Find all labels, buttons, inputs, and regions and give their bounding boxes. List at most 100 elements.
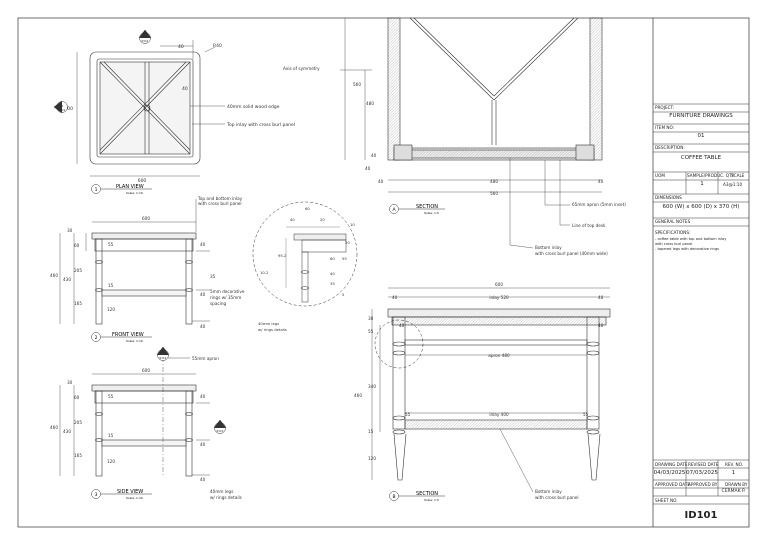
tb-scale-label: SCALE	[731, 173, 745, 178]
secb-note-bi1: Bottom inlay	[535, 489, 562, 494]
seca-scale: Scale: 1:5	[424, 211, 439, 215]
seca-dim-480b: 480	[490, 179, 498, 184]
secb-dim-340: 340	[368, 384, 376, 389]
section-a	[340, 17, 603, 245]
front-dim-430: 430	[63, 277, 71, 282]
detail-dim-35: 35	[330, 281, 335, 286]
title-block-grid	[653, 103, 749, 505]
tb-drawing-date-label: DRAWING DATE	[655, 462, 688, 467]
seca-note-bi2: with cross burl panel (40mm wide)	[535, 251, 608, 256]
detail-dim-55: 55	[342, 256, 347, 261]
marker-b-letter: B	[61, 104, 63, 108]
tb-project-value: FURNITURE DRAWINGS	[669, 113, 733, 119]
secb-title: SECTION	[416, 491, 438, 497]
secb-dim-40c: 40	[399, 323, 405, 328]
plan-dim-40: 40	[178, 44, 184, 50]
detail-dim-40b: 40	[330, 271, 335, 276]
detail-dim-60b: 60	[330, 256, 335, 261]
front-dim-55: 55	[108, 242, 114, 247]
side-scale: Scale: 1:10	[126, 496, 143, 500]
secb-note-bi2: with cross burl panel	[535, 495, 579, 500]
front-dim-120: 120	[107, 307, 115, 312]
detail-dim-102: 10.2	[260, 270, 269, 275]
tb-sheet-label: SHEET NO.	[655, 498, 678, 503]
side-note-apron: 55mm apron	[192, 356, 219, 361]
side-dim-600: 600	[142, 368, 150, 373]
tb-dims-label: DIMENSIONS	[655, 195, 682, 200]
secb-dim-40b: 40	[598, 295, 604, 300]
front-note-rings2: rings w/ 35mm	[210, 295, 241, 300]
seca-dim-40d: 40	[598, 179, 604, 184]
tb-sample-label: SAMPLE/PRODUC. QTY	[687, 173, 735, 178]
plan-dim-40b: 40	[182, 86, 188, 92]
secb-scale: Scale: 1:5	[424, 498, 439, 502]
tb-project-label: PROJECT:	[655, 105, 675, 110]
side-dim-430: 430	[63, 429, 71, 434]
front-dim-40a: 40	[200, 242, 206, 247]
detail-note-legs1: 40mm legs	[258, 321, 279, 326]
side-dim-40a: 40	[200, 394, 206, 399]
tb-desc-label: DESCRIPTION:	[655, 145, 685, 150]
front-note-rings1: 5mm decorative	[210, 289, 245, 294]
tb-revised-date-label: REVISED DATE	[688, 462, 719, 467]
secb-inlay400: inlay 400	[489, 412, 509, 417]
seca-note-topdesk: Line of top desk	[572, 223, 606, 228]
seca-dim-40b: 40	[365, 166, 371, 171]
front-dim-30: 30	[67, 228, 73, 233]
tb-rev-no-label: REV. NO.	[725, 462, 744, 467]
tb-approved-date-label: APPROVED DATE	[655, 482, 691, 487]
detail-dim-20b: 20	[345, 240, 350, 245]
secb-dim-55b: 55	[405, 412, 411, 417]
tb-qty-value: 1	[700, 181, 704, 187]
front-dim-460: 460	[50, 273, 58, 278]
side-view	[59, 357, 210, 477]
front-dim-35: 35	[210, 274, 216, 279]
front-dim-205: 205	[74, 268, 82, 273]
tb-rev-no: 1	[731, 470, 736, 476]
front-note-rings3: spacing	[210, 301, 227, 306]
side-dim-40b: 40	[200, 442, 206, 447]
secb-letter: B	[392, 494, 395, 500]
side-dim-205: 205	[74, 420, 82, 425]
side-dim-40c: 40	[200, 477, 206, 482]
seca-dim-40a: 40	[371, 153, 377, 158]
seca-title: SECTION	[416, 204, 438, 210]
tb-spec-2: - tapered legs with decorative rings	[655, 247, 719, 251]
side-dim-60: 60	[74, 395, 80, 400]
plan-view	[76, 40, 225, 177]
side-note-legs2: w/ rings details	[210, 495, 242, 500]
side-note-legs1: 40mm legs	[210, 489, 233, 494]
marker-b-ref: ID01	[58, 108, 65, 112]
secb-dim-40d: 40	[598, 323, 604, 328]
plan-dim-r40: R40	[213, 43, 222, 49]
tb-revised-date: 07/03/2025	[686, 470, 718, 476]
tb-spec-1b: with cross burl panel	[655, 242, 693, 246]
tb-scale-value: A3@1:10	[723, 182, 743, 187]
plan-note-inlay: Top inlay with cross burl panel	[226, 122, 295, 128]
secb-dim-55c: 55	[583, 412, 589, 417]
front-note-tb2: with cross burl panel	[198, 201, 242, 206]
section-b	[371, 287, 611, 481]
front-dim-600: 600	[142, 216, 150, 221]
plan-dim-600: 600	[138, 178, 147, 184]
marker-a-ref: ID01	[141, 39, 148, 43]
side-title: SIDE VIEW	[117, 489, 143, 495]
tb-drawing-date: 04/03/2025	[653, 470, 686, 476]
marker-a2-ref: ID01	[216, 429, 223, 433]
secb-dim-55: 55	[368, 329, 374, 334]
secb-dim-15: 15	[368, 429, 374, 434]
detail-dim-10: 10	[350, 222, 355, 227]
marker-b2-ref: ID01	[159, 356, 166, 360]
seca-note-bi1: Bottom inlay	[535, 245, 562, 250]
tb-general-label: GENERAL NOTES	[655, 219, 691, 224]
front-num: 2	[95, 335, 98, 341]
side-dim-460: 460	[50, 425, 58, 430]
tb-drawn-by-label: DRAWN BY	[725, 482, 748, 487]
detail-dim-40: 40	[290, 217, 295, 222]
front-title: FRONT VIEW	[112, 332, 144, 338]
detail-dim-95: 95.2	[278, 253, 287, 258]
front-dim-60: 60	[74, 243, 80, 248]
title-block: PROJECT: FURNITURE DRAWINGS ITEM NO: 01 …	[653, 18, 749, 527]
secb-dim-460: 460	[354, 393, 362, 398]
